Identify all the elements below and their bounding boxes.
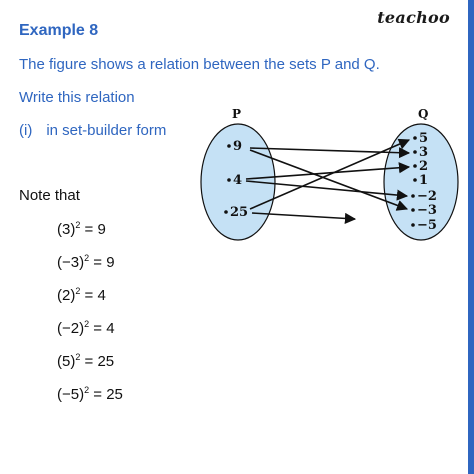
note-equation: (−2)2 = 4 (57, 319, 115, 338)
note-equation: (2)2 = 4 (57, 286, 106, 305)
p-elem-25: 25 (230, 205, 248, 220)
q-elem-1: 1 (419, 173, 428, 188)
side-accent-bar (468, 0, 474, 474)
q-elem-minus5-dot (411, 223, 415, 227)
example-title: Example 8 (19, 22, 99, 39)
arrow-4-to-minus2 (245, 180, 409, 201)
question-part-i: (i) in set-builder form (19, 122, 166, 139)
arrow-9-to-minus3 (249, 149, 409, 211)
p-elem-9-dot (227, 144, 231, 148)
note-equation: (3)2 = 9 (57, 220, 106, 239)
p-elem-4: 4 (233, 173, 242, 188)
part-text: in set-builder form (46, 122, 167, 139)
p-elem-9: 9 (233, 139, 242, 154)
q-elem-minus2: −2 (417, 189, 437, 204)
question-line-1: The figure shows a relation between the … (19, 56, 380, 73)
note-equation: (−5)2 = 25 (57, 385, 123, 404)
p-elem-25-dot (224, 210, 228, 214)
q-elem-minus3-dot (411, 208, 415, 212)
arrow-25-to-minus5 (251, 212, 357, 225)
q-elem-5: 5 (419, 131, 428, 146)
brand-logo: teachoo (377, 8, 450, 27)
q-elem-3-dot (413, 150, 417, 154)
set-p-label: P (232, 107, 241, 121)
note-title: Note that (19, 187, 80, 204)
q-elem-2: 2 (419, 159, 428, 174)
part-number: (i) (19, 122, 33, 139)
question-line-2: Write this relation (19, 89, 135, 106)
note-equation: (5)2 = 25 (57, 352, 115, 371)
q-elem-3: 3 (419, 145, 428, 160)
q-elem-1-dot (413, 178, 417, 182)
q-elem-minus3: −3 (417, 203, 437, 218)
q-elem-5-dot (413, 136, 417, 140)
set-q-label: Q (418, 107, 428, 121)
q-elem-minus5: −5 (417, 218, 437, 233)
q-elem-2-dot (413, 164, 417, 168)
arrow-25-to-5 (249, 138, 411, 210)
note-equation: (−3)2 = 9 (57, 253, 115, 272)
p-elem-4-dot (227, 178, 231, 182)
arrow-4-to-2 (245, 162, 411, 180)
q-elem-minus2-dot (411, 194, 415, 198)
